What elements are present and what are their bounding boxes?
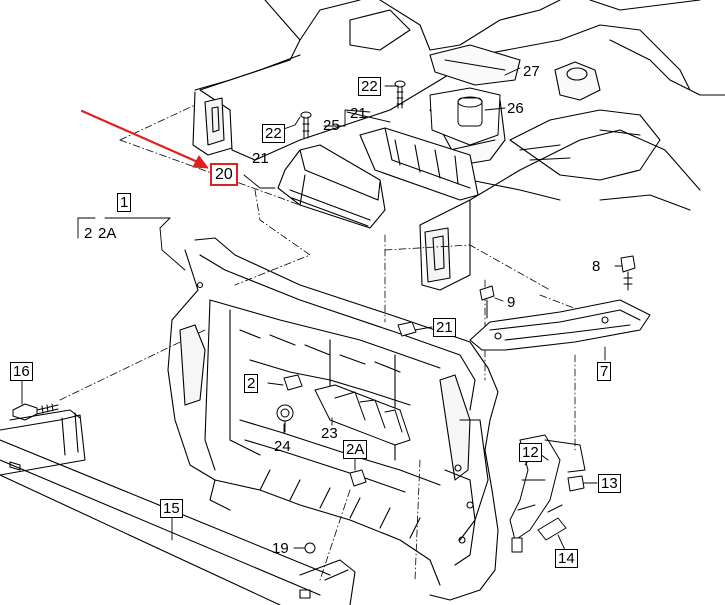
part-26-27-inserts	[429, 87, 501, 146]
part-23-bracket	[314, 384, 411, 446]
callout-15[interactable]: 15	[160, 499, 183, 518]
part-12-bracket	[509, 434, 586, 553]
callout-22-right[interactable]: 22	[358, 77, 381, 96]
clips-and-screws	[12, 255, 636, 554]
callout-23[interactable]: 23	[321, 425, 338, 442]
part-7-bracket	[469, 299, 651, 351]
callout-2-left[interactable]: 2	[84, 225, 93, 242]
air-ducts	[277, 127, 479, 229]
callout-24[interactable]: 24	[274, 438, 291, 455]
callout-12[interactable]: 12	[519, 443, 542, 462]
callout-22-left[interactable]: 22	[262, 124, 285, 143]
callout-7[interactable]: 7	[597, 362, 612, 381]
callout-9[interactable]: 9	[507, 294, 516, 311]
screws-22	[300, 80, 406, 139]
callout-27[interactable]: 27	[523, 63, 540, 80]
callout-2[interactable]: 2	[244, 374, 259, 393]
callout-19[interactable]: 19	[272, 540, 289, 557]
callout-21-top-left[interactable]: 21	[252, 150, 269, 167]
callout-13[interactable]: 13	[598, 474, 621, 493]
callout-20-highlighted[interactable]: 20	[210, 163, 238, 186]
callout-14[interactable]: 14	[555, 549, 578, 568]
highlight-arrow	[80, 109, 209, 169]
callout-1[interactable]: 1	[117, 193, 132, 212]
callout-2a-left[interactable]: 2A	[98, 225, 117, 242]
callout-21-carrier[interactable]: 21	[433, 318, 456, 337]
lock-carrier	[167, 237, 499, 601]
body-structure	[192, 0, 725, 291]
callout-8[interactable]: 8	[592, 258, 601, 275]
callout-16[interactable]: 16	[10, 362, 33, 381]
callout-2a[interactable]: 2A	[343, 440, 368, 459]
callout-25[interactable]: 25	[323, 117, 340, 134]
callout-21-top[interactable]: 21	[350, 105, 367, 122]
callout-26[interactable]: 26	[507, 100, 524, 117]
